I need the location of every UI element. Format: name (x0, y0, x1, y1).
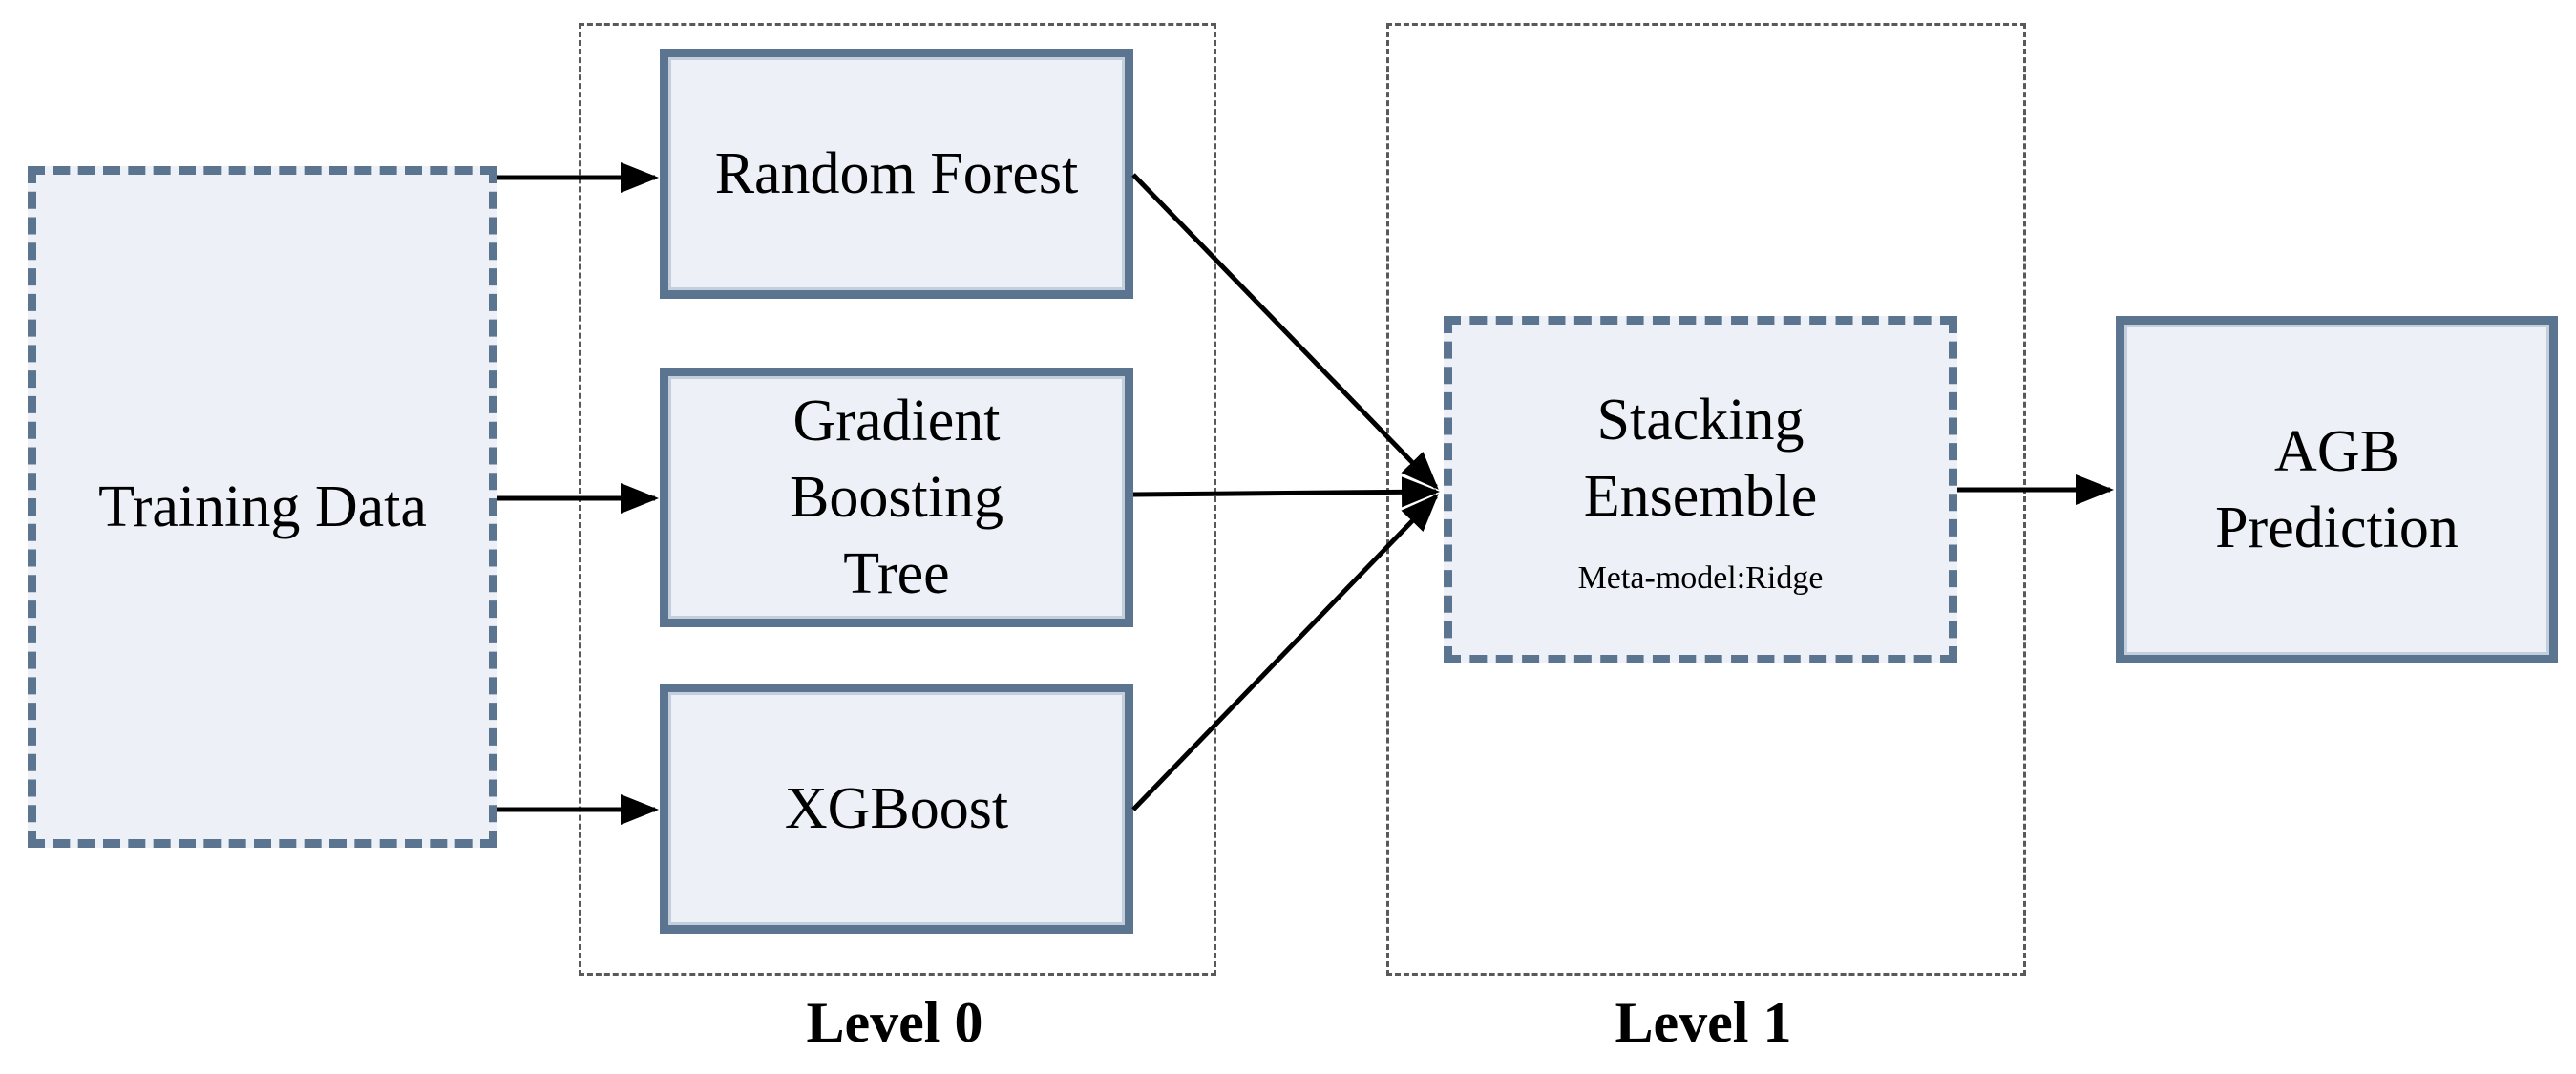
node-training-data-label: Training Data (98, 474, 427, 539)
node-xgboost: XGBoost (660, 684, 1133, 934)
node-stacking-label-line1: Stacking (1596, 388, 1805, 453)
node-gbt-label-line3: Tree (843, 541, 950, 606)
node-random-forest-label: Random Forest (714, 141, 1079, 206)
node-stacking-ensemble: Stacking Ensemble Meta-model:Ridge (1444, 316, 1957, 663)
node-gbt-label-line2: Boosting (790, 465, 1003, 530)
node-agb-label-line2: Prediction (2215, 495, 2459, 560)
node-agb-prediction: AGB Prediction (2116, 316, 2558, 663)
node-training-data: Training Data (28, 166, 497, 848)
node-stacking-meta-model-label: Meta-model:Ridge (1577, 560, 1824, 596)
group-level1-label: Level 1 (1615, 991, 1792, 1054)
node-stacking-label-line2: Ensemble (1583, 464, 1818, 529)
node-gradient-boosting-tree: Gradient Boosting Tree (660, 368, 1133, 627)
node-gbt-label-line1: Gradient (792, 389, 1001, 453)
node-xgboost-label: XGBoost (784, 776, 1009, 841)
node-agb-label-line1: AGB (2274, 419, 2399, 484)
node-random-forest: Random Forest (660, 49, 1133, 299)
group-level0-label: Level 0 (806, 991, 983, 1054)
